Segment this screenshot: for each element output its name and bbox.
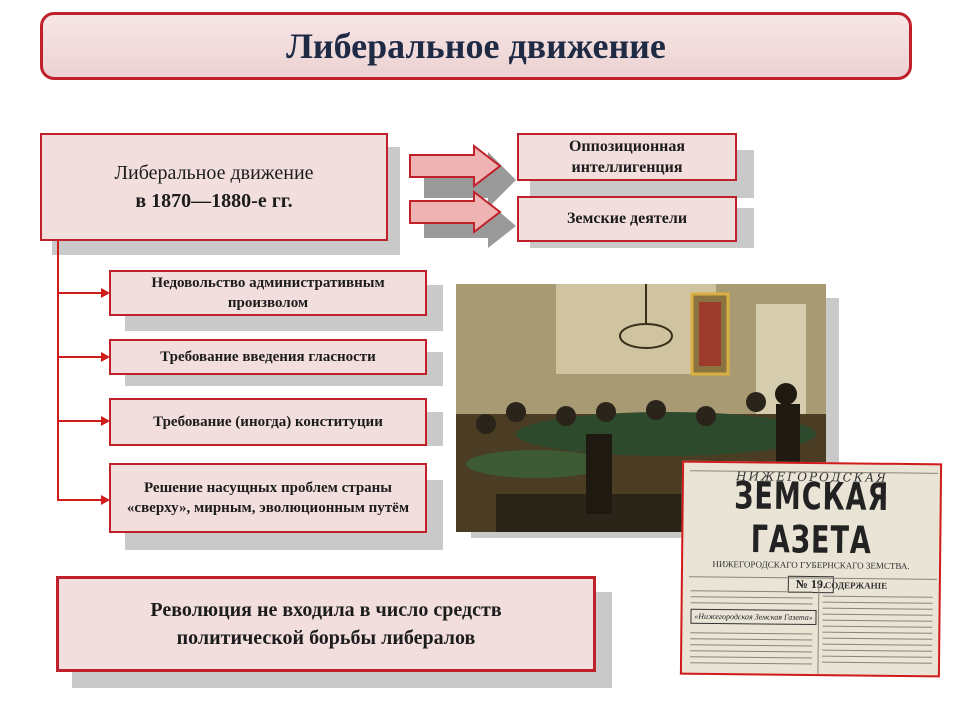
connector-arrowhead [101, 495, 110, 505]
connector-arrowhead [101, 352, 110, 362]
main-topic-box: Либеральное движение в 1870—1880-е гг. [40, 133, 388, 241]
connector-arrowhead [101, 288, 110, 298]
conclusion-line-1: Революция не входила в число средств [150, 599, 502, 621]
feature-box-glasnost: Требование введения гласности [109, 339, 427, 375]
main-topic-line-2: в 1870—1880-е гг. [135, 190, 293, 212]
arrow-to-intelligentsia [409, 143, 502, 189]
main-topic-line-1: Либеральное движение [114, 162, 314, 184]
connector-arrowhead [101, 416, 110, 426]
feature-box-constitution: Требование (иногда) конституции [109, 398, 427, 446]
feature-box-evolution: Решение насущных проблем страны «сверху»… [109, 463, 427, 533]
connector-branch [57, 499, 101, 501]
feature-box-arbitrariness: Недовольство административным произволом [109, 270, 427, 316]
arrow-to-zemstvo [409, 189, 502, 235]
group-zemstvo-box: Земские деятели [517, 196, 737, 242]
newspaper-image: НИЖЕГОРОДСКАЯ ЗЕМСКАЯ ГАЗЕТА НИЖЕГОРОДСК… [679, 460, 943, 678]
newspaper-text-lines [688, 470, 939, 675]
zemstvo-assembly-painting [456, 284, 826, 532]
conclusion-line-2: политической борьбы либералов [176, 627, 476, 649]
connector-branch [57, 356, 101, 358]
connector-branch [57, 420, 101, 422]
conclusion-box: Революция не входила в число средств пол… [56, 576, 596, 672]
page-title: Либеральное движение [40, 12, 912, 80]
group-intelligentsia-box: Оппозиционная интеллигенция [517, 133, 737, 181]
connector-branch [57, 292, 101, 294]
connector-vertical [57, 241, 59, 501]
